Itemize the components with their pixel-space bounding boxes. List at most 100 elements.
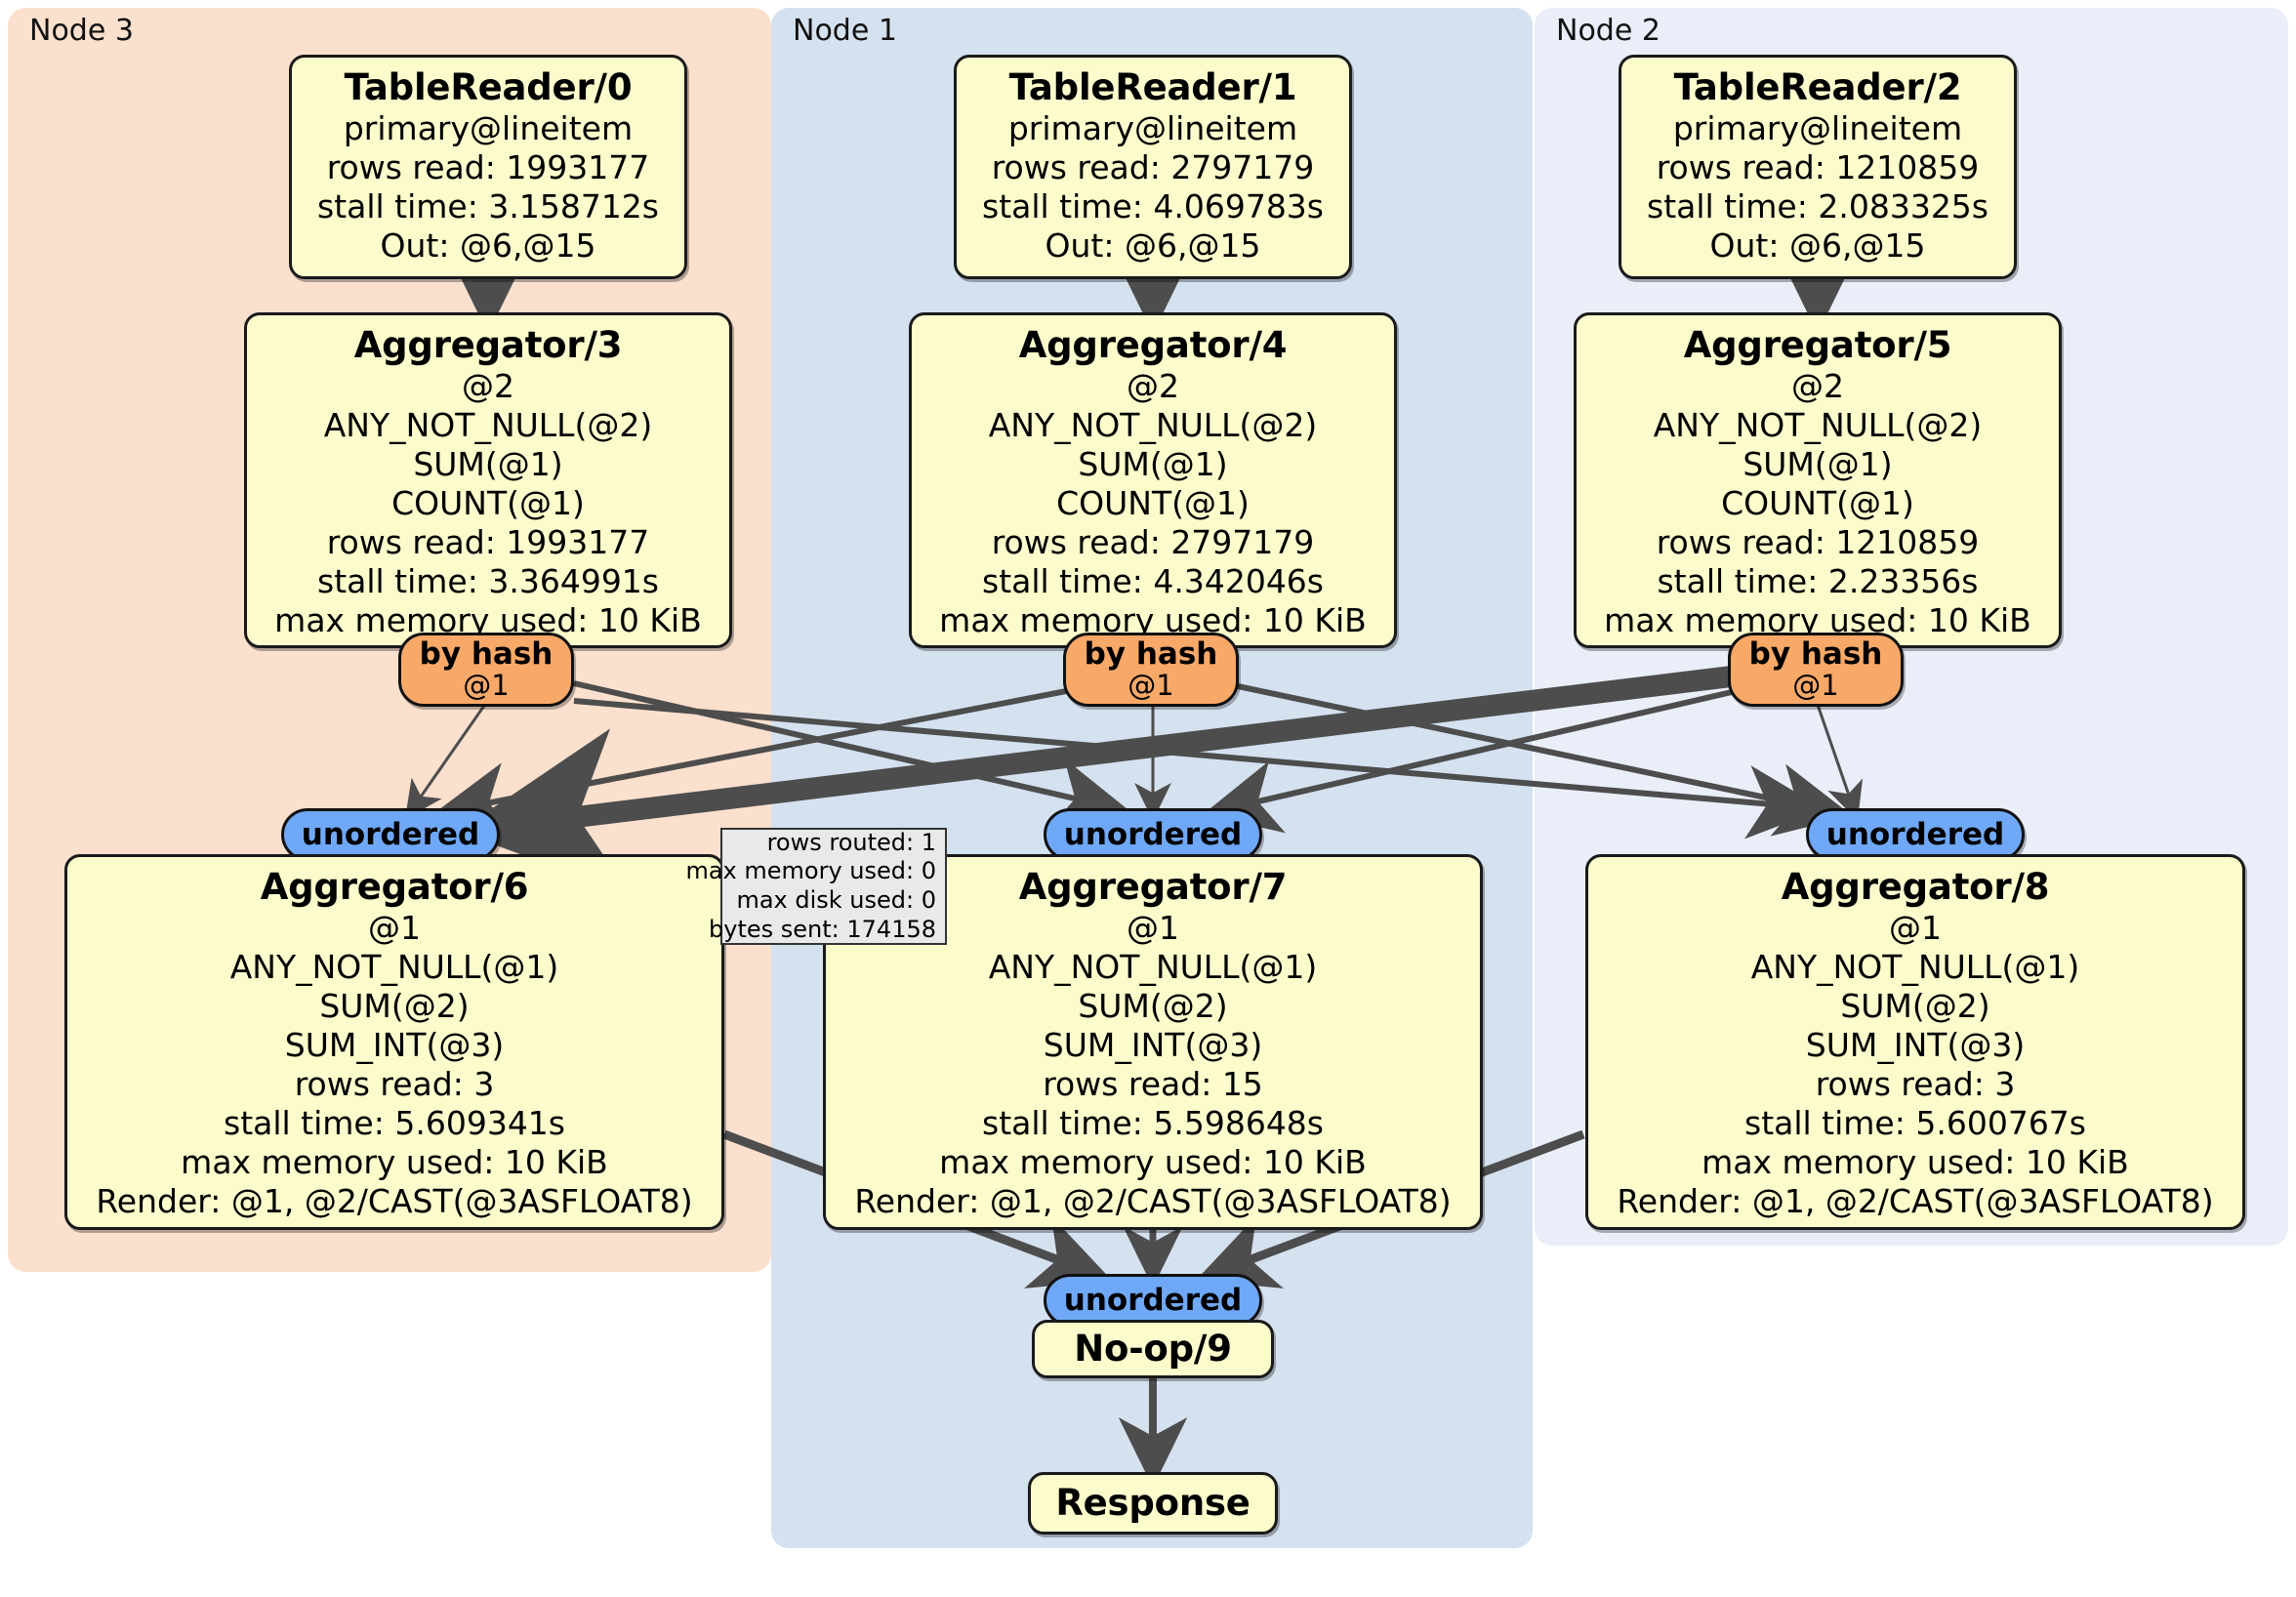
operator-detail: stall time: 2.083325s	[1647, 186, 1988, 225]
router-column: @1	[1128, 669, 1174, 703]
operator-detail: ANY_NOT_NULL(@2)	[323, 406, 653, 445]
operator-detail: SUM(@1)	[413, 444, 563, 483]
operator-aggregator-6[interactable]: Aggregator/6 @1 ANY_NOT_NULL(@1) SUM(@2)…	[64, 854, 724, 1230]
operator-detail: stall time: 2.23356s	[1657, 561, 1979, 600]
operator-detail: SUM(@2)	[1840, 986, 1990, 1025]
operator-detail: rows read: 15	[1043, 1064, 1263, 1103]
operator-detail: SUM(@2)	[319, 986, 470, 1025]
operator-tablereader-2[interactable]: TableReader/2 primary@lineitem rows read…	[1619, 55, 2017, 279]
operator-detail: ANY_NOT_NULL(@1)	[988, 948, 1318, 987]
operator-detail: ANY_NOT_NULL(@2)	[988, 406, 1318, 445]
operator-detail: primary@lineitem	[1007, 109, 1298, 148]
operator-title: Aggregator/5	[1683, 324, 1952, 366]
operator-detail: rows read: 2797179	[991, 522, 1315, 561]
router-column: @1	[463, 669, 510, 703]
stream-unordered-node1[interactable]: unordered	[1044, 808, 1262, 861]
operator-detail: rows read: 1993177	[326, 522, 650, 561]
operator-detail: Render: @1, @2/CAST(@3ASFLOAT8)	[96, 1181, 693, 1220]
operator-title: Response	[1055, 1482, 1250, 1525]
stream-stats-tooltip: rows routed: 1 max memory used: 0 max di…	[685, 828, 947, 945]
operator-detail: @1	[1127, 909, 1179, 948]
operator-detail: rows read: 1210859	[1656, 148, 1980, 187]
operator-title: TableReader/0	[344, 66, 633, 108]
cluster-label-node2: Node 2	[1556, 14, 1660, 48]
operator-detail: max memory used: 10 KiB	[181, 1142, 608, 1181]
operator-title: Aggregator/8	[1781, 866, 2050, 908]
operator-detail: Out: @6,@15	[380, 225, 596, 265]
operator-detail: stall time: 4.342046s	[982, 561, 1324, 600]
operator-title: Aggregator/3	[353, 324, 623, 366]
operator-aggregator-8[interactable]: Aggregator/8 @1 ANY_NOT_NULL(@1) SUM(@2)…	[1585, 854, 2245, 1230]
operator-noop-9[interactable]: No-op/9	[1032, 1320, 1274, 1378]
operator-tablereader-0[interactable]: TableReader/0 primary@lineitem rows read…	[289, 55, 687, 279]
edge-hash5-unordered6-primary	[458, 663, 1757, 895]
operator-detail: @1	[368, 909, 421, 948]
stream-unordered-node3[interactable]: unordered	[281, 808, 500, 861]
router-label: by hash	[419, 636, 554, 672]
operator-title: TableReader/2	[1673, 66, 1962, 108]
operator-detail: stall time: 5.609341s	[224, 1103, 565, 1142]
router-column: @1	[1792, 669, 1839, 703]
operator-title: Aggregator/6	[260, 866, 529, 908]
operator-detail: rows read: 2797179	[991, 148, 1315, 187]
operator-detail: ANY_NOT_NULL(@2)	[1653, 406, 1983, 445]
operator-detail: stall time: 5.598648s	[982, 1103, 1324, 1142]
operator-detail: stall time: 5.600767s	[1744, 1103, 2086, 1142]
operator-aggregator-5[interactable]: Aggregator/5 @2 ANY_NOT_NULL(@2) SUM(@1)…	[1574, 312, 2062, 648]
operator-detail: @1	[1889, 909, 1942, 948]
operator-detail: SUM_INT(@3)	[1805, 1025, 2026, 1064]
operator-title: TableReader/1	[1008, 66, 1297, 108]
edge-hash5-unordered7	[1203, 683, 1758, 834]
operator-title: Aggregator/7	[1018, 866, 1288, 908]
operator-response[interactable]: Response	[1028, 1472, 1278, 1535]
cluster-label-node3: Node 3	[29, 14, 134, 48]
stream-label: unordered	[301, 816, 480, 852]
operator-detail: Out: @6,@15	[1709, 225, 1926, 265]
stream-unordered-final[interactable]: unordered	[1044, 1274, 1262, 1327]
operator-detail: COUNT(@1)	[1056, 483, 1250, 522]
stat-line: rows routed: 1	[766, 828, 936, 856]
operator-detail: primary@lineitem	[1672, 109, 1963, 148]
operator-detail: COUNT(@1)	[1721, 483, 1914, 522]
router-label: by hash	[1748, 636, 1883, 672]
operator-aggregator-3[interactable]: Aggregator/3 @2 ANY_NOT_NULL(@2) SUM(@1)…	[244, 312, 732, 648]
operator-aggregator-4[interactable]: Aggregator/4 @2 ANY_NOT_NULL(@2) SUM(@1)…	[909, 312, 1397, 648]
operator-detail: ANY_NOT_NULL(@1)	[229, 948, 559, 987]
edge-hash3-unordered6	[404, 702, 488, 820]
router-by-hash-node3[interactable]: by hash @1	[398, 633, 574, 707]
operator-detail: Out: @6,@15	[1045, 225, 1261, 265]
operator-detail: SUM_INT(@3)	[284, 1025, 505, 1064]
operator-tablereader-1[interactable]: TableReader/1 primary@lineitem rows read…	[954, 55, 1352, 279]
operator-detail: rows read: 3	[294, 1064, 495, 1103]
operator-detail: primary@lineitem	[343, 109, 634, 148]
operator-detail: stall time: 3.158712s	[317, 186, 659, 225]
operator-detail: Render: @1, @2/CAST(@3ASFLOAT8)	[1617, 1181, 2214, 1220]
operator-detail: stall time: 4.069783s	[982, 186, 1324, 225]
stream-unordered-node2[interactable]: unordered	[1806, 808, 2025, 861]
operator-detail: max memory used: 10 KiB	[939, 1142, 1367, 1181]
operator-detail: Render: @1, @2/CAST(@3ASFLOAT8)	[854, 1181, 1452, 1220]
router-label: by hash	[1084, 636, 1218, 672]
stat-line: bytes sent: 174158	[709, 915, 936, 943]
router-by-hash-node1[interactable]: by hash @1	[1063, 633, 1239, 707]
operator-detail: max memory used: 10 KiB	[1702, 1142, 2129, 1181]
operator-detail: COUNT(@1)	[391, 483, 585, 522]
operator-detail: @2	[1791, 367, 1844, 406]
stat-line: max disk used: 0	[736, 886, 936, 914]
edge-hash3-unordered8	[573, 698, 1824, 839]
stream-label: unordered	[1063, 1282, 1243, 1318]
operator-detail: stall time: 3.364991s	[317, 561, 659, 600]
operator-detail: SUM(@1)	[1742, 444, 1893, 483]
cluster-label-node1: Node 1	[793, 14, 897, 48]
operator-detail: rows read: 3	[1815, 1064, 2016, 1103]
operator-detail: ANY_NOT_NULL(@1)	[1750, 948, 2080, 987]
operator-detail: @2	[1127, 367, 1179, 406]
edge-hash4-unordered8	[1237, 683, 1853, 837]
stream-label: unordered	[1063, 816, 1243, 852]
operator-detail: SUM(@2)	[1078, 986, 1228, 1025]
operator-detail: SUM_INT(@3)	[1043, 1025, 1263, 1064]
edge-hash3-unordered7	[573, 680, 1130, 831]
router-by-hash-node2[interactable]: by hash @1	[1728, 633, 1904, 707]
stream-label: unordered	[1825, 816, 2005, 852]
